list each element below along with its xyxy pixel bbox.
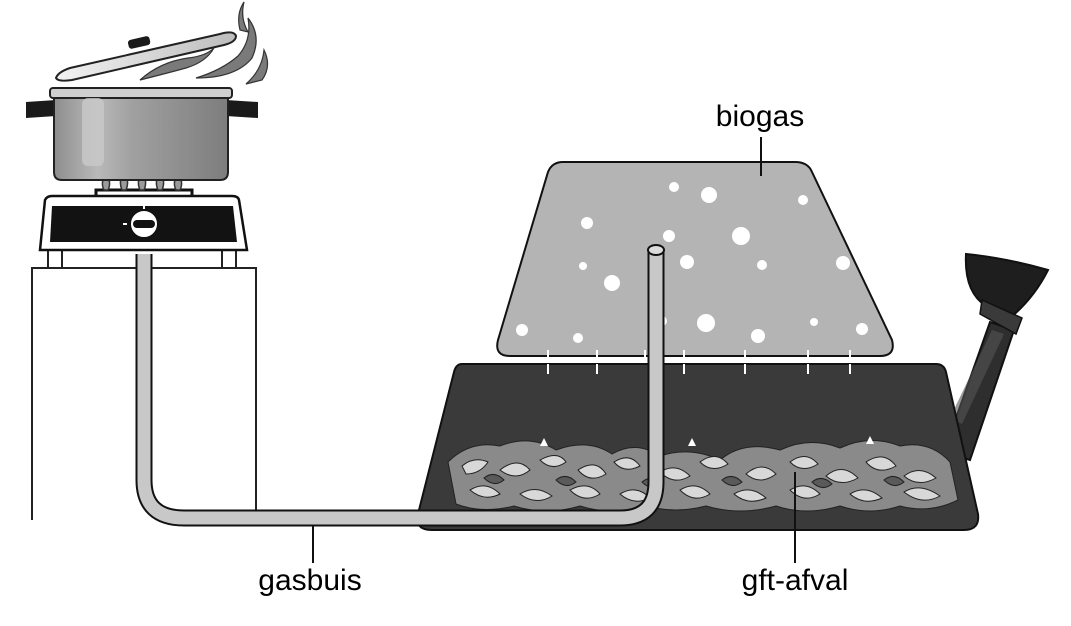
gas-bubbles: [516, 182, 868, 343]
steam-icon: [139, 1, 269, 85]
pot-lid-icon: [54, 31, 238, 82]
stove-knob-icon: [123, 205, 159, 239]
biogas-dome: [496, 161, 894, 372]
gas-pipe-icon: [135, 244, 665, 527]
leader-lines: [312, 137, 796, 563]
organic-waste: [447, 436, 959, 512]
biogas-label: biogas: [716, 100, 804, 133]
cooking-pot-icon: [26, 87, 258, 181]
gasbuis-label: gasbuis: [258, 564, 361, 597]
gft-afval-label: gft-afval: [742, 564, 849, 597]
funnel-inlet-icon: [942, 252, 1050, 462]
